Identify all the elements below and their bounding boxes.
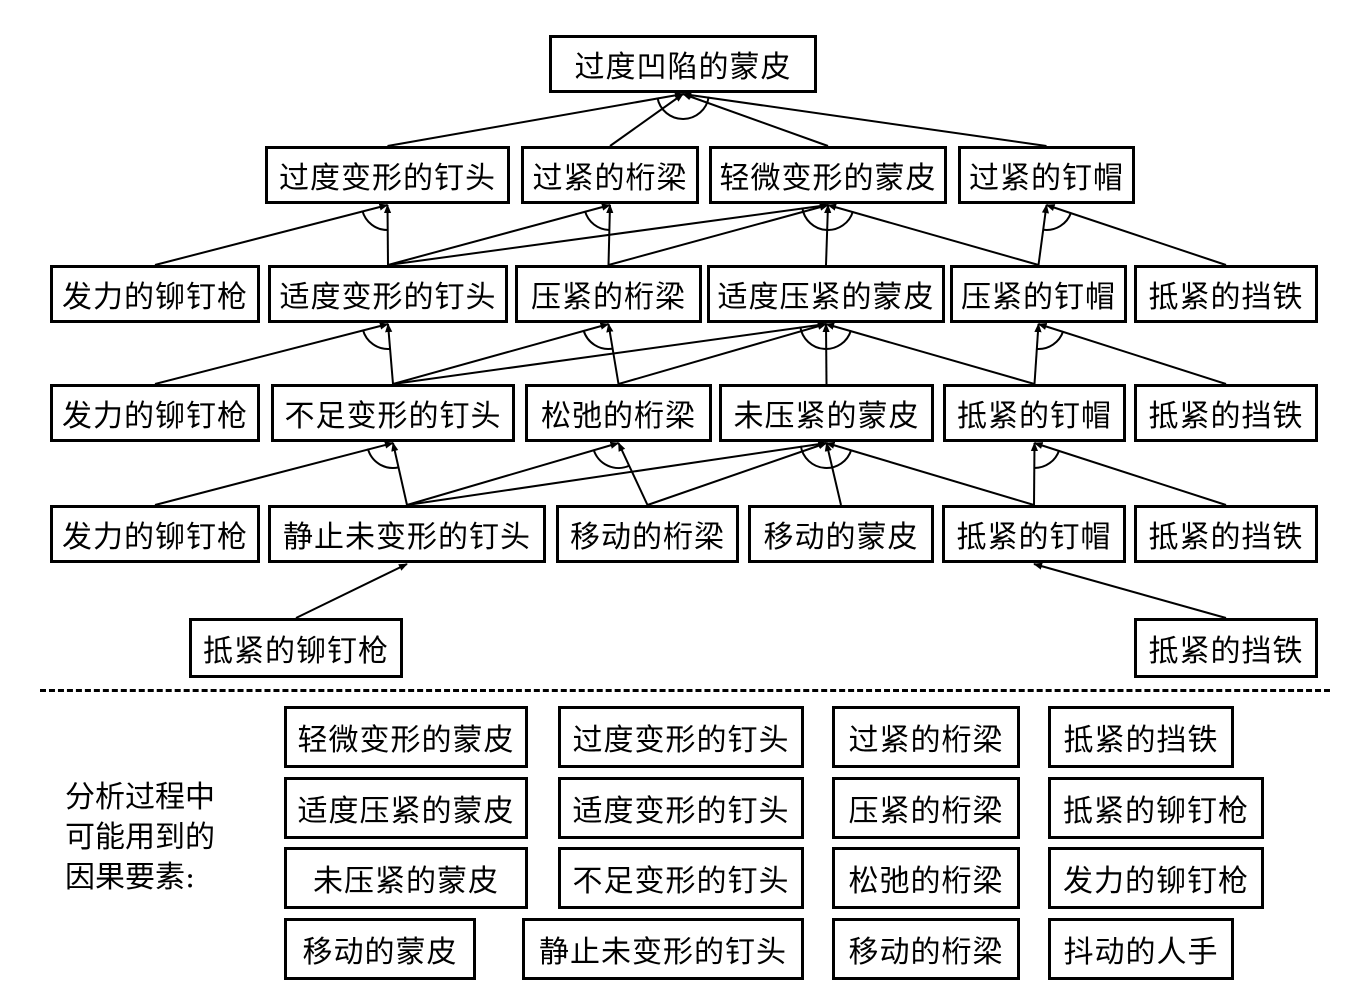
causal-arrow [392,321,827,385]
legend-title-line: 可能用到的 [65,820,215,855]
legend-item: 松弛的桁梁 [832,847,1020,909]
legend-item: 适度压紧的蒙皮 [284,777,528,839]
node-static-undeformed-rivet-head: 静止未变形的钉头 [268,505,546,563]
node-pressed-rivet-cap: 压紧的钉帽 [950,265,1127,323]
dashed-separator [40,689,1330,692]
node-underdeformed-rivet-head: 不足变形的钉头 [271,384,515,442]
node-overtight-rivet-cap: 过紧的钉帽 [958,146,1135,204]
node-braced-rivet-cap: 抵紧的钉帽 [942,505,1126,563]
node-braced-bucking-bar: 抵紧的挡铁 [1134,505,1318,563]
node-pressed-stringer: 压紧的桁梁 [515,265,702,323]
legend-item: 静止未变形的钉头 [522,918,804,980]
and-arc [801,207,854,231]
causal-arrow [154,203,389,266]
causal-arrow [295,563,408,619]
causal-arrow [392,322,610,385]
causal-arrow [387,91,684,147]
legend-item: 抵紧的挡铁 [1048,706,1234,768]
causal-arrow [387,202,829,266]
causal-arrow [682,93,829,147]
causal-arrow [617,442,649,506]
causal-arrow [154,441,394,506]
node-braced-bucking-bar: 抵紧的挡铁 [1134,618,1318,678]
and-arc [592,449,630,469]
causal-arrow [824,204,832,266]
node-overly-deformed-rivet-head: 过度变形的钉头 [265,146,510,204]
and-arc [361,329,391,350]
legend-item: 抖动的人手 [1048,918,1234,980]
node-powered-rivet-gun: 发力的铆钉枪 [50,384,260,442]
legend-item: 发力的铆钉枪 [1048,847,1264,909]
legend-item: 移动的桁梁 [832,918,1020,980]
legend-item: 未压紧的蒙皮 [284,847,528,909]
causal-arrow [824,442,842,506]
node-moving-skin: 移动的蒙皮 [748,505,934,563]
legend-title-line: 因果要素: [65,860,196,895]
legend-item: 适度变形的钉头 [558,777,804,839]
causal-arrow [1037,204,1049,266]
node-unpressed-skin: 未压紧的蒙皮 [719,384,934,442]
and-arc [583,210,610,231]
node-powered-rivet-gun: 发力的铆钉枪 [50,265,260,323]
causal-arrow [682,91,1047,147]
causal-arrow [825,441,1035,506]
causal-arrow [387,203,611,266]
causal-arrow [406,441,620,506]
and-arc [361,210,388,231]
node-powered-rivet-gun: 发力的铆钉枪 [50,505,260,563]
causal-arrow [1033,323,1042,385]
node-overtight-stringer: 过紧的桁梁 [521,146,699,204]
legend-title-line: 分析过程中 [65,780,215,815]
node-braced-rivet-cap: 抵紧的钉帽 [943,384,1126,442]
causal-arrow [609,93,684,147]
legend-item: 过度变形的钉头 [558,706,804,768]
causal-arrow [827,203,1039,266]
causal-arrow [1045,204,1227,266]
legend-item: 移动的蒙皮 [284,918,476,980]
causal-arrow [1033,442,1227,506]
and-arc [799,445,853,469]
node-moving-stringer: 移动的桁梁 [556,505,739,563]
causal-arrow [383,204,392,266]
causal-arrow [391,442,408,506]
and-arc [799,326,852,350]
and-arc [582,329,613,350]
node-braced-bucking-bar: 抵紧的挡铁 [1134,384,1318,442]
and-arc [656,96,710,120]
causal-arrow [647,442,828,506]
causal-arrow [1033,562,1227,619]
causal-arrow [154,322,389,385]
node-slightly-deformed-skin: 轻微变形的蒙皮 [709,146,947,204]
legend-item: 压紧的桁梁 [832,777,1020,839]
node-overly-dented-skin: 过度凹陷的蒙皮 [549,35,817,93]
causal-arrow [1037,323,1227,385]
node-loose-stringer: 松弛的桁梁 [525,384,712,442]
legend-title: 分析过程中 可能用到的 因果要素: [65,778,245,898]
causal-arrow [385,323,394,385]
causal-arrow [406,440,828,506]
legend-item: 过紧的桁梁 [832,706,1020,768]
and-arc [1034,449,1061,469]
legend-item: 不足变形的钉头 [558,847,804,909]
legend-item: 抵紧的铆钉枪 [1048,777,1264,839]
and-arc [366,448,399,469]
causal-arrow [618,322,827,385]
node-moderately-pressed-skin: 适度压紧的蒙皮 [707,265,945,323]
causal-arrow [608,203,829,266]
causal-arrow [822,323,830,385]
node-braced-bucking-bar: 抵紧的挡铁 [1134,265,1318,323]
legend-item: 轻微变形的蒙皮 [284,706,528,768]
and-arc [1036,330,1065,350]
causal-arrow [1030,442,1039,506]
node-moderately-deformed-rivet-head: 适度变形的钉头 [268,265,508,323]
node-braced-rivet-gun: 抵紧的铆钉枪 [189,618,403,678]
and-arc [1042,212,1073,231]
causal-arrow [825,322,1035,385]
